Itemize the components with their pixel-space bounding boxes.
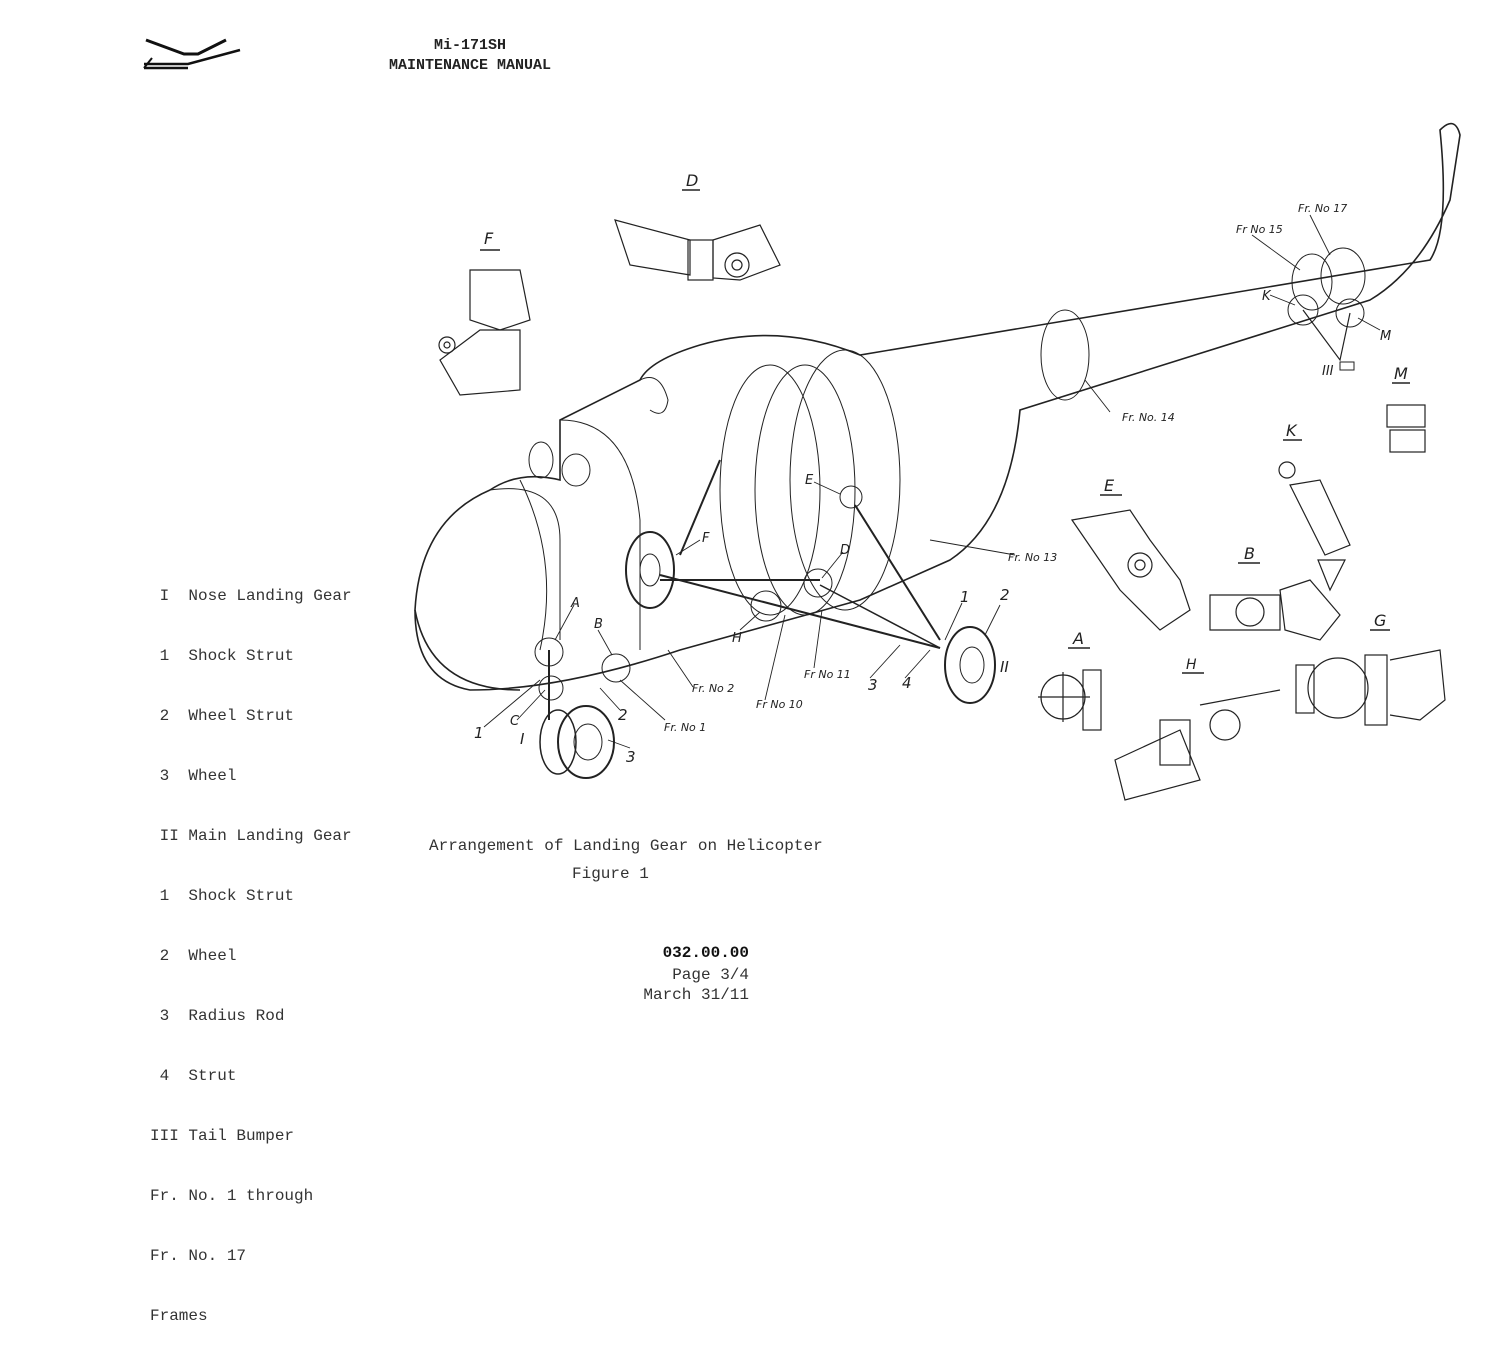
callout-label: 2 xyxy=(1000,586,1010,604)
callout-label: B xyxy=(594,617,603,632)
legend-item: 4 Strut xyxy=(150,1067,237,1085)
callout-label: 3 xyxy=(626,748,636,766)
callout-label: A xyxy=(570,596,580,611)
landing-gear-drawing: F D M K E B G A H Fr No 15 Fr. No 17 Fr.… xyxy=(414,122,1461,801)
detail-label-k: K xyxy=(1286,421,1298,440)
frame-label: Fr No 11 xyxy=(804,668,851,681)
callout-label: 1 xyxy=(960,588,970,606)
detail-label-a: A xyxy=(1072,629,1084,648)
callout-label: 2 xyxy=(618,706,628,724)
detail-label-g: G xyxy=(1374,611,1386,630)
legend-item: II Main Landing Gear xyxy=(150,827,352,845)
callout-label: F xyxy=(702,531,710,546)
legend-item: 1 Shock Strut xyxy=(150,887,295,905)
callout-label: 4 xyxy=(902,674,912,692)
detail-label-h: H xyxy=(1186,657,1197,673)
frame-label: Fr. No 2 xyxy=(692,682,734,695)
legend: I Nose Landing Gear 1 Shock Strut 2 Whee… xyxy=(150,546,352,1346)
legend-item: 3 Wheel xyxy=(150,767,237,785)
document-title: Mi-171SH xyxy=(433,37,506,54)
figure-number: Figure 1 xyxy=(572,865,649,883)
callout-label: H xyxy=(732,631,742,646)
frame-label: Fr. No 17 xyxy=(1298,202,1347,215)
figure-caption: Arrangement of Landing Gear on Helicopte… xyxy=(429,837,823,855)
frame-label: Fr. No 1 xyxy=(664,721,706,734)
manual-logo xyxy=(143,38,241,70)
frame-label: Fr No 15 xyxy=(1236,223,1283,236)
legend-item: Fr. No. 1 through xyxy=(150,1187,314,1205)
callout-label: 1 xyxy=(474,724,484,742)
legend-item: 1 Shock Strut xyxy=(150,647,295,665)
frame-label: Fr No 10 xyxy=(756,698,803,711)
fuselage-outline xyxy=(414,122,1461,691)
legend-item: 2 Wheel xyxy=(150,947,237,965)
document-number: 032.00.00 xyxy=(662,944,749,962)
legend-item: 2 Wheel Strut xyxy=(150,707,295,725)
callout-label: I xyxy=(520,730,525,748)
callout-label: D xyxy=(840,543,850,558)
callout-label: K xyxy=(1262,289,1272,304)
legend-item: Fr. No. 17 xyxy=(150,1247,247,1265)
callout-label: III xyxy=(1322,364,1334,379)
callout-label: C xyxy=(510,714,520,729)
legend-item: 3 Radius Rod xyxy=(150,1007,285,1025)
callout-label: E xyxy=(805,473,814,488)
detail-label-e: E xyxy=(1104,476,1115,495)
legend-item: Frames xyxy=(150,1307,208,1325)
detail-label-f: F xyxy=(484,229,494,248)
detail-label-m: M xyxy=(1394,364,1408,383)
page-number: Page 3/4 xyxy=(672,966,749,984)
revision-date: March 31/11 xyxy=(643,986,749,1004)
callout-label: M xyxy=(1380,329,1391,344)
detail-label-d: D xyxy=(686,171,698,190)
frame-label: Fr. No. 14 xyxy=(1122,411,1175,424)
legend-item: III Tail Bumper xyxy=(150,1127,295,1145)
callout-label: II xyxy=(1000,658,1009,676)
legend-item: I Nose Landing Gear xyxy=(150,587,352,605)
detail-label-b: B xyxy=(1244,544,1255,563)
frame-label: Fr. No 13 xyxy=(1008,551,1057,564)
document-subtitle: MAINTENANCE MANUAL xyxy=(388,57,552,74)
callout-label: 3 xyxy=(868,676,878,694)
